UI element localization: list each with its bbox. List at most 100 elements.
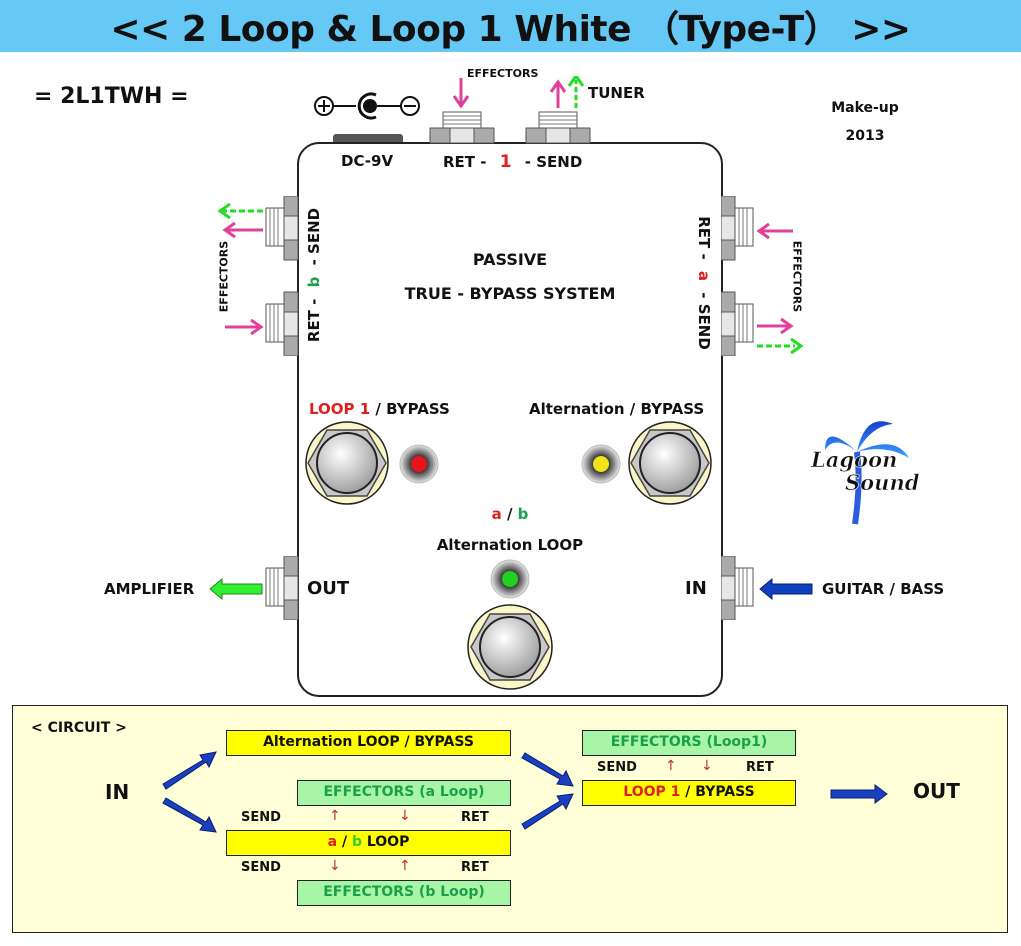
arrow-in-down-icon (162, 797, 217, 833)
model-code: = 2L1TWH = (34, 84, 189, 109)
arrow-up-icon: ↑ (399, 858, 411, 874)
arrow-right-icon (757, 317, 794, 335)
b-label: b (351, 834, 362, 850)
a-label: a (491, 505, 502, 523)
loop-label: LOOP (366, 834, 410, 850)
jack-ret-1[interactable] (428, 110, 498, 144)
footswitch-alternation[interactable] (627, 420, 713, 506)
top-jack-label: RET - 1 - SEND (443, 152, 582, 172)
makeup-label: Make-up (831, 100, 899, 116)
dc-polarity-icon (314, 92, 420, 120)
arrow-left-blue-icon (759, 578, 813, 600)
led-alt-loop (490, 559, 530, 599)
arrow-down-icon: ↓ (701, 758, 713, 774)
jack-b[interactable] (264, 196, 300, 356)
logo-line2: Sound (845, 470, 920, 495)
slash: / (506, 505, 513, 523)
top-arrows (452, 76, 585, 109)
arrow-to-loop1-bottom-icon (521, 793, 574, 830)
b-label: b (517, 505, 529, 523)
effectors-label-left: EFFECTORS (217, 240, 231, 313)
circuit-panel: < CIRCUIT > IN OUT Alternation LOOP / BY… (12, 705, 1008, 933)
send-label: - SEND (305, 207, 323, 266)
passive-label: PASSIVE (472, 250, 548, 269)
arrow-down-icon: ↓ (399, 808, 411, 824)
box-alt-bypass: Alternation LOOP / BYPASS (226, 730, 511, 756)
ret-label: RET - (443, 153, 487, 171)
ab-label: a / b (460, 505, 560, 523)
arrow-out-icon (830, 784, 888, 804)
arrow-left-icon (756, 222, 793, 240)
arrow-left-icon (222, 221, 263, 239)
effectors-label-right: EFFECTORS (790, 240, 804, 313)
box-effectors-a: EFFECTORS (a Loop) (297, 780, 511, 806)
alternation-loop-label: Alternation LOOP (436, 536, 584, 554)
led-light (593, 456, 609, 472)
arrow-up-icon (549, 79, 567, 108)
dc-label: DC-9V (341, 152, 394, 170)
true-bypass-label: TRUE - BYPASS SYSTEM (404, 284, 616, 303)
left-arrows (217, 202, 264, 336)
arrow-down-icon (452, 78, 470, 109)
tuner-label: TUNER (588, 84, 645, 102)
right-arrows (756, 222, 804, 355)
box-loop1-bypass: LOOP 1 / BYPASS (582, 780, 796, 806)
makeup-year: 2013 (845, 128, 885, 144)
send-label: SEND (241, 860, 281, 875)
arrow-in-up-icon (162, 751, 217, 790)
effectors-label-top: EFFECTORS (467, 67, 539, 80)
ret-label: RET - (305, 298, 323, 343)
send-label: SEND (241, 810, 281, 825)
dc-jack[interactable] (333, 134, 403, 143)
makeup-info: Make-up 2013 (810, 94, 920, 150)
loop-letter-b: b (305, 276, 323, 288)
jack-send-1[interactable] (524, 110, 594, 144)
ret-label: RET (746, 760, 774, 775)
box-ab-loop: a / b LOOP (226, 830, 511, 856)
amplifier-label: AMPLIFIER (104, 580, 195, 598)
arrow-right-icon (225, 318, 264, 336)
guitar-bass-label: GUITAR / BASS (822, 580, 945, 598)
in-label: IN (685, 578, 707, 599)
send-label: SEND (597, 760, 637, 775)
tuner-arrow-icon (567, 76, 585, 108)
logo-line1: Lagoon (810, 447, 897, 472)
out-label: OUT (307, 578, 350, 599)
loop1-switch-label: LOOP 1 / BYPASS (309, 400, 450, 418)
led-loop1 (399, 444, 439, 484)
led-light (502, 571, 518, 587)
arrow-up-icon: ↑ (665, 758, 677, 774)
led-alternation (581, 444, 621, 484)
bypass-label: / BYPASS (375, 400, 450, 418)
title-bar: << 2 Loop & Loop 1 White （Type-T） >> (0, 0, 1021, 52)
circuit-out: OUT (913, 779, 960, 803)
footswitch-alt-loop[interactable] (466, 603, 554, 691)
loop-letter-a: a (695, 270, 713, 282)
circuit-heading: < CIRCUIT > (31, 720, 127, 736)
ret-label: RET - (695, 216, 713, 260)
left-jack-label: RET - b - SEND (305, 205, 323, 345)
circuit-arrows (162, 751, 888, 833)
jack-out[interactable] (264, 556, 300, 620)
loop-number: 1 (499, 152, 512, 172)
send-label: - SEND (524, 153, 583, 171)
lagoon-sound-logo: Lagoon Sound (810, 421, 920, 525)
loop1-label-red: LOOP 1 (309, 400, 371, 418)
box-effectors-b: EFFECTORS (b Loop) (297, 880, 511, 906)
footswitch-loop1[interactable] (304, 420, 390, 506)
page-title: << 2 Loop & Loop 1 White （Type-T） >> (110, 9, 911, 50)
tuner-arrow-icon (217, 202, 263, 220)
arrow-to-loop1-top-icon (521, 752, 574, 787)
circuit-in: IN (105, 780, 130, 804)
ret-label: RET (461, 860, 489, 875)
led-light (411, 456, 427, 472)
alternation-switch-label: Alternation / BYPASS (529, 400, 705, 418)
arrow-up-icon: ↑ (329, 808, 341, 824)
bypass-label: / BYPASS (685, 784, 755, 800)
a-label: a (327, 834, 338, 850)
jack-a[interactable] (721, 196, 757, 356)
arrow-down-icon: ↓ (329, 858, 341, 874)
jack-in[interactable] (721, 556, 757, 620)
box-effectors-loop1: EFFECTORS (Loop1) (582, 730, 796, 756)
tuner-arrow-icon (757, 337, 804, 355)
